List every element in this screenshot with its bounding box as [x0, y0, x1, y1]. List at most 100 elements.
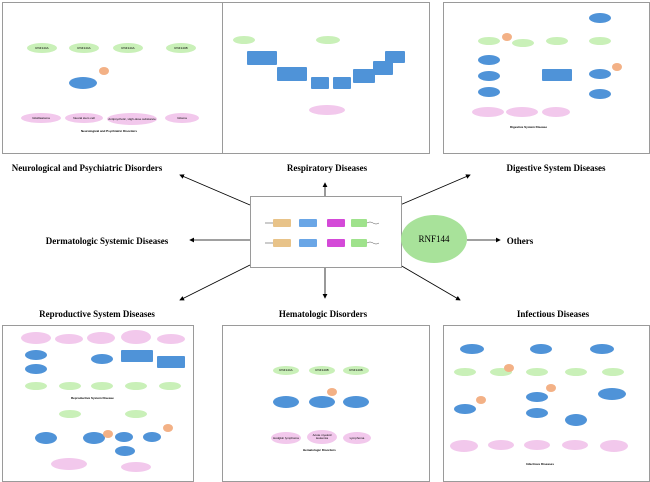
repro-node-g3	[91, 382, 113, 390]
arrow-infect	[399, 264, 461, 301]
digest-node-blue-4	[589, 69, 611, 79]
repro-node-b8	[115, 446, 135, 456]
resp-node-green-left	[233, 36, 255, 44]
title-infect: Infectious Diseases	[516, 309, 590, 319]
repro-node-o1	[103, 430, 113, 438]
digest-node-outcome-3	[542, 107, 570, 117]
repro-node-g1	[25, 382, 47, 390]
hema-node-blue-1	[273, 396, 299, 408]
hema-node-top-3: RNF144B	[343, 366, 369, 375]
resp-node-3	[311, 77, 329, 89]
infect-node-p3	[524, 440, 550, 450]
infect-node-b2	[526, 392, 548, 402]
repro-node-b1	[25, 350, 47, 360]
resp-node-green-top	[316, 36, 340, 44]
digest-node-green-1	[478, 37, 500, 45]
digest-caption: Digestive System Disease	[510, 125, 548, 129]
repro-node-p5	[157, 334, 185, 344]
title-hema: Hematologic Disorders	[278, 309, 368, 319]
title-repro: Reproductive System Diseases	[39, 309, 155, 319]
infect-node-g5	[602, 368, 624, 376]
hema-node-lymphoma: Lymphoma	[343, 432, 371, 444]
digest-node-green-3	[546, 37, 568, 45]
neuro-caption: Neurological and Psychiatric Disorders	[81, 129, 138, 133]
repro-panel: Reproductive System Disease	[2, 325, 194, 482]
infect-node-g4	[565, 368, 587, 376]
resp-node-7	[385, 51, 405, 63]
domain-ring2-b	[327, 239, 345, 247]
neuro-node-rnf144a-2: RNF144A	[69, 43, 99, 53]
repro-node-p3	[87, 332, 115, 344]
repro-node-r2	[157, 356, 185, 368]
infect-node-p4	[562, 440, 588, 450]
repro-caption: Reproductive System Disease	[71, 396, 114, 400]
repro-node-p4	[121, 330, 151, 344]
neuro-node-glioblastoma: Glioblastoma	[21, 113, 61, 123]
repro-node-p2	[55, 334, 83, 344]
repro-node-b7	[143, 432, 161, 442]
resp-node-outcome	[309, 105, 345, 115]
domain-structure	[265, 219, 380, 247]
infect-panel: Infectious Diseases	[443, 325, 650, 482]
arrow-repro	[179, 264, 251, 301]
title-neuro: Neurological and Psychiatric Disorders	[11, 163, 163, 173]
digest-node-orange-2	[612, 63, 622, 71]
protein-domain-box	[250, 196, 402, 268]
infect-node-b3	[526, 408, 548, 418]
hema-node-aml: Acute myeloid leukemia	[307, 430, 337, 444]
digest-node-blue-2	[478, 71, 500, 81]
domain-ring1-b	[273, 239, 291, 247]
domain-ibr-a	[299, 219, 317, 227]
repro-node-g7	[125, 410, 147, 418]
resp-node-4	[333, 77, 351, 89]
hema-node-blue-3	[343, 396, 369, 408]
infect-node-g1	[454, 368, 476, 376]
digest-node-green-2	[512, 39, 534, 47]
repro-node-p6	[51, 458, 87, 470]
repro-node-r1	[121, 350, 153, 362]
rnf144-center-node: RNF144	[401, 215, 467, 263]
hema-node-orange	[327, 388, 337, 396]
neuro-node-rnf144b: RNF144B	[166, 43, 196, 53]
domain-ibr-b	[299, 239, 317, 247]
neuro-node-orange	[99, 67, 109, 75]
infect-node-g2	[490, 368, 512, 376]
title-derm: Dermatologic Systemic Diseases	[45, 236, 169, 246]
digest-node-outcome-1	[472, 107, 504, 117]
neuro-node-blue	[69, 77, 97, 89]
repro-node-g4	[125, 382, 147, 390]
hema-node-top-2: RNF144B	[309, 366, 335, 375]
domain-ring2-a	[327, 219, 345, 227]
digest-node-blue-1	[478, 55, 500, 65]
domain-tm-b	[351, 239, 367, 247]
infect-node-p2	[488, 440, 514, 450]
arrow-digest	[399, 174, 471, 206]
repro-node-b5	[83, 432, 105, 444]
infect-node-p1	[450, 440, 478, 452]
repro-node-g2	[59, 382, 81, 390]
domain-ring1-a	[273, 219, 291, 227]
digest-node-outcome-2	[506, 107, 538, 117]
digest-node-orange-1	[502, 33, 512, 41]
hema-node-top-1: RNF144A	[273, 366, 299, 375]
neuro-node-glioma: Glioma	[165, 113, 199, 123]
neuro-panel: RNF144A RNF144A RNF144A RNF144B Glioblas…	[2, 2, 224, 154]
hema-panel: RNF144A RNF144B RNF144B Hodgkin lymphoma…	[222, 325, 430, 482]
resp-panel	[222, 2, 430, 154]
repro-node-o2	[163, 424, 173, 432]
resp-node-6	[373, 61, 393, 75]
digest-panel: Digestive System Disease	[443, 2, 650, 154]
infect-node-b4	[565, 414, 587, 426]
infect-node-top-3	[590, 344, 614, 354]
resp-node-1	[247, 51, 277, 65]
title-others: Others	[506, 236, 534, 246]
repro-node-g6	[59, 410, 81, 418]
infect-caption: Infectious Diseases	[526, 462, 555, 466]
hema-node-hodgkin: Hodgkin lymphoma	[271, 432, 301, 444]
infect-node-p5	[600, 440, 628, 452]
repro-node-b4	[35, 432, 57, 444]
infect-node-o1	[504, 364, 514, 372]
repro-node-b6	[115, 432, 133, 442]
infect-node-g3	[526, 368, 548, 376]
neuro-node-rnf144a-1: RNF144A	[27, 43, 57, 53]
